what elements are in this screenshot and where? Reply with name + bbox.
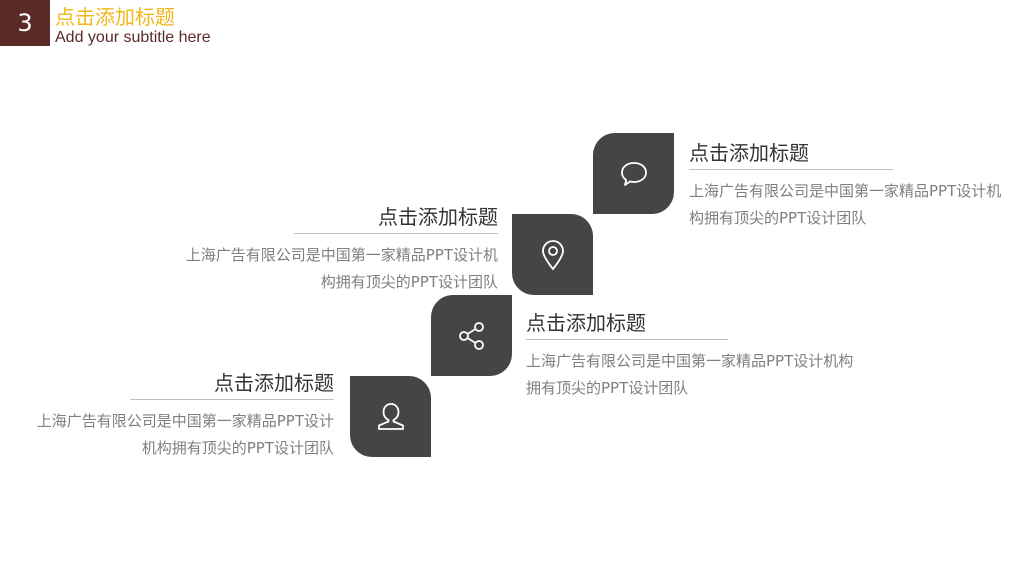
text-block-2: 点击添加标题 上海广告有限公司是中国第一家精品PPT设计机构拥有顶尖的PPT设计… bbox=[176, 203, 498, 296]
tile-2 bbox=[512, 214, 593, 295]
item-title[interactable]: 点击添加标题 bbox=[378, 205, 498, 229]
slide-number: 3 bbox=[0, 0, 50, 46]
tile-4 bbox=[350, 376, 431, 457]
item-title[interactable]: 点击添加标题 bbox=[214, 371, 334, 395]
divider bbox=[689, 169, 893, 170]
text-block-3: 点击添加标题 上海广告有限公司是中国第一家精品PPT设计机构拥有顶尖的PPT设计… bbox=[526, 309, 866, 402]
item-description[interactable]: 上海广告有限公司是中国第一家精品PPT设计机构拥有顶尖的PPT设计团队 bbox=[185, 246, 498, 291]
item-title[interactable]: 点击添加标题 bbox=[689, 141, 809, 165]
page-subtitle[interactable]: Add your subtitle here bbox=[55, 29, 211, 46]
item-title[interactable]: 点击添加标题 bbox=[526, 311, 646, 335]
divider bbox=[526, 339, 728, 340]
share-icon bbox=[458, 321, 484, 350]
text-block-1: 点击添加标题 上海广告有限公司是中国第一家精品PPT设计机构拥有顶尖的PPT设计… bbox=[689, 139, 1007, 232]
tile-3 bbox=[431, 295, 512, 376]
item-description[interactable]: 上海广告有限公司是中国第一家精品PPT设计机构拥有顶尖的PPT设计团队 bbox=[689, 182, 1002, 227]
divider bbox=[130, 399, 334, 400]
divider bbox=[294, 233, 498, 234]
chat-bubble-icon bbox=[620, 161, 647, 186]
text-block-4: 点击添加标题 上海广告有限公司是中国第一家精品PPT设计机构拥有顶尖的PPT设计… bbox=[30, 369, 334, 462]
item-description[interactable]: 上海广告有限公司是中国第一家精品PPT设计机构拥有顶尖的PPT设计团队 bbox=[526, 352, 854, 397]
page-title[interactable]: 点击添加标题 bbox=[55, 5, 175, 29]
location-pin-icon bbox=[541, 239, 564, 270]
tile-1 bbox=[593, 133, 674, 214]
item-description[interactable]: 上海广告有限公司是中国第一家精品PPT设计机构拥有顶尖的PPT设计团队 bbox=[36, 412, 334, 457]
user-icon bbox=[377, 402, 404, 430]
